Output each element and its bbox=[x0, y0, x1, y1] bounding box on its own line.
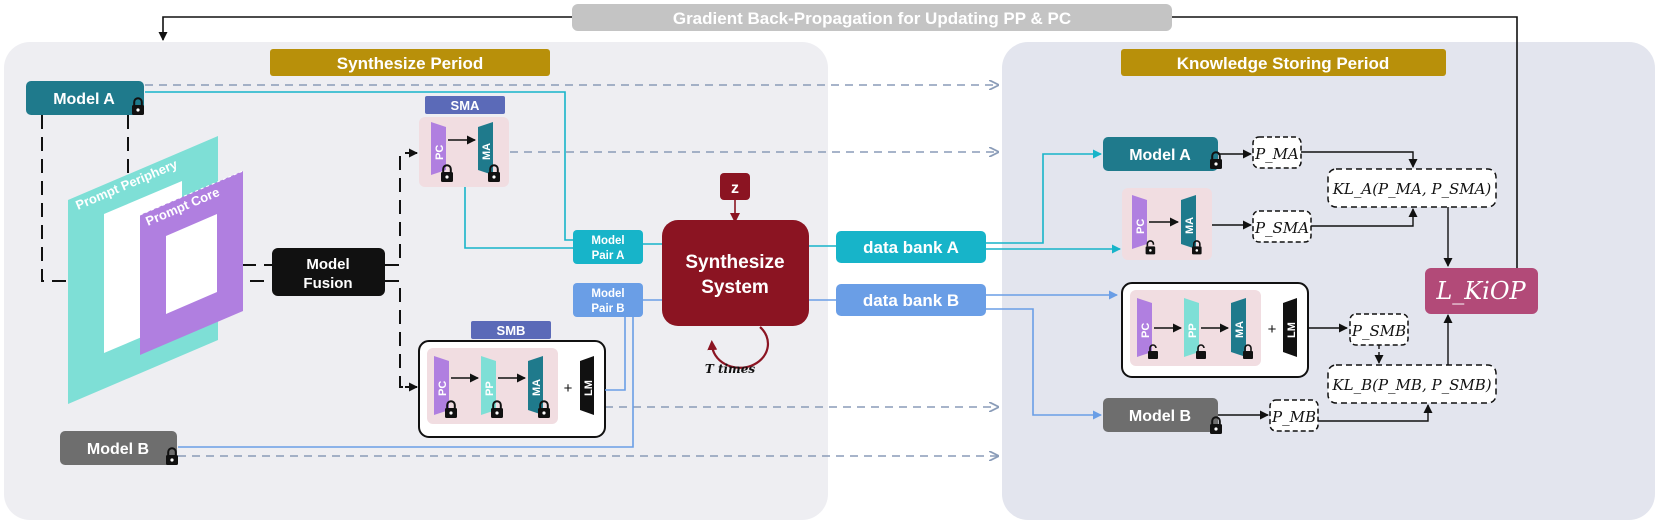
right-smb-pp-shape bbox=[1184, 298, 1199, 357]
smb-lm-shape bbox=[580, 356, 594, 415]
sma-pc-label: PC bbox=[434, 145, 446, 160]
right-smb-pc-shape bbox=[1137, 298, 1152, 357]
right-model-b-label: Model B bbox=[1129, 408, 1191, 425]
p-ma-box bbox=[1252, 136, 1302, 169]
smb-ma-shape bbox=[528, 356, 543, 415]
kl-a-box bbox=[1327, 168, 1497, 208]
right-model-a-label: Model A bbox=[1129, 147, 1191, 164]
smb-pc-label: PC bbox=[437, 381, 449, 396]
right-smb-pc-label: PC bbox=[1140, 323, 1152, 338]
sma-ma-label: MA bbox=[481, 143, 493, 160]
model-pair-b-line1: Model bbox=[591, 288, 624, 300]
synthesize-system-line2: System bbox=[701, 277, 769, 298]
smb-pp-shape bbox=[481, 356, 496, 415]
z-noise-box bbox=[720, 173, 750, 200]
model-fusion-box bbox=[272, 248, 385, 296]
right-model-a-box bbox=[1103, 137, 1218, 171]
smb-ma-label: MA bbox=[531, 379, 543, 396]
kl-input-arrows bbox=[1301, 151, 1453, 422]
smb-lm-label: LM bbox=[583, 380, 595, 396]
model-pair-a-line1: Model bbox=[591, 235, 624, 247]
data-bank-b-box bbox=[836, 284, 986, 316]
model-pair-a-box bbox=[573, 230, 643, 264]
right-sma-pc-label: PC bbox=[1135, 219, 1147, 234]
smb-pc-shape bbox=[434, 356, 449, 415]
sma-title-box bbox=[425, 96, 505, 114]
right-model-b-box bbox=[1103, 398, 1218, 432]
data-bank-b-label: data bank B bbox=[863, 291, 959, 310]
pair-b-lines bbox=[178, 299, 662, 448]
kl-a-label: KL_A(P_MA, P_SMA) bbox=[1332, 180, 1492, 198]
model-a-box bbox=[26, 81, 144, 115]
storing-period-panel bbox=[1002, 42, 1655, 520]
smb-title: SMB bbox=[497, 323, 526, 338]
storing-period-title-box bbox=[1121, 49, 1446, 76]
t-times-label: T times bbox=[705, 362, 756, 376]
t-times-loop-arrow bbox=[707, 326, 770, 369]
right-smb-plus: + bbox=[1268, 321, 1277, 338]
right-smb-lm-label: LM bbox=[1286, 322, 1298, 338]
sma-title: SMA bbox=[451, 98, 481, 113]
gradient-line-right bbox=[1172, 16, 1518, 273]
loss-label: L_KiOP bbox=[1435, 277, 1526, 305]
gradient-banner-text: Gradient Back-Propagation for Updating P… bbox=[673, 9, 1071, 28]
p-ma-label: P_MA bbox=[1254, 145, 1299, 163]
data-bank-a-label: data bank A bbox=[863, 238, 959, 257]
smb-plus: + bbox=[564, 380, 573, 397]
gradient-banner bbox=[572, 4, 1172, 31]
model-b-label: Model B bbox=[87, 441, 149, 458]
sma-pc-shape bbox=[431, 122, 446, 175]
data-bank-routing bbox=[986, 149, 1121, 420]
p-sma-label: P_SMA bbox=[1254, 219, 1309, 237]
synthesize-period-title: Synthesize Period bbox=[337, 54, 483, 73]
loss-box bbox=[1425, 268, 1538, 314]
prompt-illustration: Prompt Periphery Prompt Core bbox=[68, 136, 244, 404]
pair-a-lines bbox=[145, 91, 662, 249]
right-smb-ma-label: MA bbox=[1234, 321, 1246, 338]
smb-pp-label: PP bbox=[484, 381, 496, 396]
sma-ma-shape bbox=[478, 122, 493, 175]
p-smb-label: P_SMB bbox=[1351, 322, 1406, 340]
kl-b-box bbox=[1327, 364, 1497, 404]
smb-title-box bbox=[471, 321, 551, 339]
model-b-box bbox=[60, 431, 177, 465]
kl-b-label: KL_B(P_MB, P_SMB) bbox=[1331, 376, 1491, 394]
model-pair-b-box bbox=[573, 283, 643, 317]
right-sma-ma-shape bbox=[1181, 195, 1196, 249]
z-noise-label: z bbox=[731, 180, 739, 197]
right-smb-ma-shape bbox=[1231, 298, 1246, 357]
synthesize-system-box bbox=[662, 220, 809, 326]
p-mb-label: P_MB bbox=[1271, 408, 1316, 426]
right-smb-pp-label: PP bbox=[1187, 323, 1199, 338]
model-fusion-line2: Fusion bbox=[303, 275, 352, 292]
synthesize-period-title-box bbox=[270, 49, 550, 76]
data-bank-a-box bbox=[836, 231, 986, 263]
p-mb-box bbox=[1269, 399, 1319, 432]
right-smb-lm-shape bbox=[1283, 298, 1297, 357]
model-pair-b-line2: Pair B bbox=[591, 303, 624, 315]
right-sma-ma-label: MA bbox=[1184, 217, 1196, 234]
right-smb-unlock-icons bbox=[1148, 344, 1253, 359]
synthesize-system-line1: Synthesize bbox=[685, 252, 784, 273]
right-sma-pc-shape bbox=[1132, 195, 1147, 249]
storing-period-title: Knowledge Storing Period bbox=[1177, 54, 1390, 73]
model-pair-a-line2: Pair A bbox=[592, 250, 625, 262]
model-fusion-line1: Model bbox=[306, 256, 349, 273]
gradient-arrow-left bbox=[158, 16, 572, 41]
model-a-label: Model A bbox=[53, 91, 115, 108]
